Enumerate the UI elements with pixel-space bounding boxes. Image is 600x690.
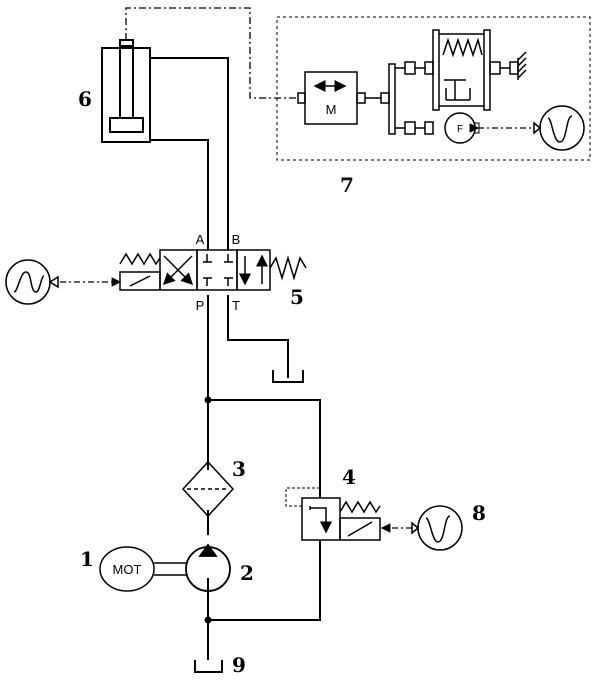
tank-icon [272, 370, 304, 383]
relief-valve-icon [285, 487, 381, 541]
subsystem-7-boundary [276, 16, 591, 161]
mechanical-link-line [125, 7, 298, 99]
cylinder-line-a [150, 139, 209, 250]
force-label: F [457, 124, 463, 135]
component-number: 7 [340, 173, 354, 197]
component-number: 1 [80, 547, 94, 571]
component-number: 8 [472, 501, 486, 525]
component-number: 5 [290, 285, 304, 309]
junction-dot [204, 616, 212, 624]
tank-return-line [227, 295, 289, 378]
pump-icon [185, 543, 231, 592]
mass-label: M [326, 102, 337, 117]
filter-icon [181, 460, 235, 518]
relief-branch-line [208, 399, 321, 498]
signal-generator-icon [533, 105, 585, 151]
signal-generator-icon [411, 505, 463, 551]
relief-return-line [208, 540, 321, 621]
component-number: 9 [232, 653, 246, 677]
motor-icon [99, 546, 186, 592]
cylinder-line-b [150, 57, 229, 250]
port-a-label: A [196, 232, 205, 247]
component-number: 3 [232, 457, 246, 481]
port-p-label: P [196, 298, 205, 313]
motor-label: MOT [113, 562, 142, 577]
hydraulic-cylinder-icon [101, 39, 151, 143]
force-port [474, 122, 480, 134]
port-t-label: T [232, 298, 240, 313]
tank-icon [194, 660, 223, 673]
junction-dot [204, 396, 212, 404]
port-b-label: B [232, 232, 241, 247]
signal-generator-icon [5, 259, 59, 305]
component-number: 2 [240, 561, 254, 585]
mass-spring-damper-icon [388, 29, 527, 135]
component-number: 6 [78, 87, 92, 111]
component-number: 4 [342, 465, 356, 489]
mass-block-icon [297, 71, 390, 125]
directional-valve-icon [119, 249, 307, 291]
